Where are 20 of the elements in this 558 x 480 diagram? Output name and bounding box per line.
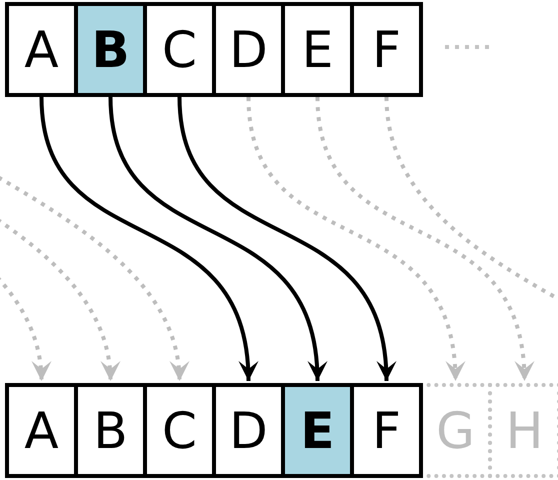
arrow bbox=[178, 96, 395, 382]
letter: F bbox=[372, 24, 401, 74]
dashed-arrow bbox=[246, 96, 464, 382]
letter: B bbox=[93, 406, 128, 456]
letter: A bbox=[24, 406, 59, 456]
letter: E bbox=[300, 406, 335, 456]
letter: D bbox=[229, 406, 268, 456]
letter: A bbox=[24, 24, 59, 74]
letter: C bbox=[162, 24, 197, 74]
letter: D bbox=[229, 24, 268, 74]
letter: C bbox=[162, 406, 197, 456]
letter: F bbox=[372, 406, 401, 456]
letter: B bbox=[91, 24, 130, 74]
letter-cell bbox=[488, 383, 558, 478]
dashed-arrow bbox=[316, 96, 533, 382]
letter: G bbox=[436, 406, 475, 456]
arrow bbox=[40, 96, 257, 382]
letter: H bbox=[506, 406, 544, 456]
arrow bbox=[108, 96, 326, 382]
letter: E bbox=[302, 24, 334, 74]
